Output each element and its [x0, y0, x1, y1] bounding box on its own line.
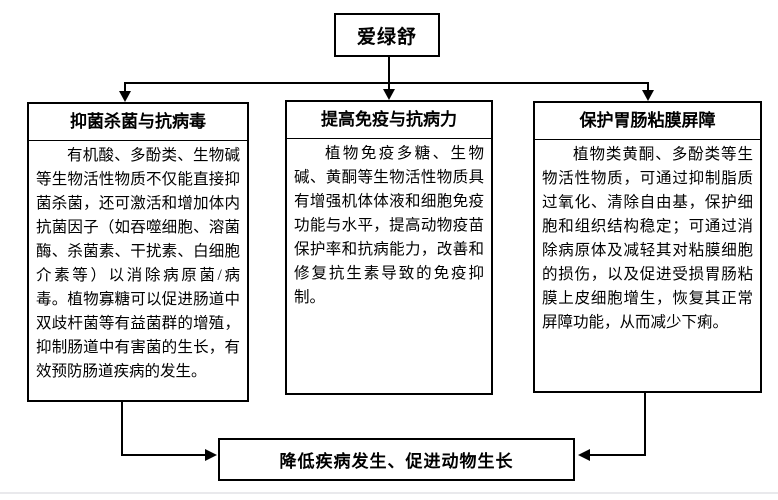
- connector-root-stem: [388, 57, 390, 83]
- branch-box-antibacterial: 抑菌杀菌与抗病毒 有机酸、多酚类、生物碱等生物活性物质不仅能直接抑菌杀菌，还可激…: [27, 102, 249, 402]
- branch-box-mucosa: 保护胃肠粘膜屏障 植物类黄酮、多酚类等生物活性物质，可通过抑制脂质过氧化、清除自…: [533, 101, 762, 393]
- connector-right-elbow-vertical: [644, 393, 646, 456]
- branch-body: 有机酸、多酚类、生物碱等生物活性物质不仅能直接抑菌杀菌，还可激活和增加体内抗菌因…: [36, 147, 240, 380]
- arrow-left-icon: [578, 449, 590, 461]
- branch-body: 植物类黄酮、多酚类等生物活性物质，可通过抑制脂质过氧化、清除自由基，保护细胞和组…: [542, 146, 753, 331]
- arrow-down-icon: [119, 91, 131, 102]
- branch-body: 植物免疫多糖、生物碱、黄酮等生物活性物质具有增强机体体液和细胞免疫功能与水平，提…: [294, 145, 484, 306]
- branch-title: 抑菌杀菌与抗病毒: [29, 104, 247, 141]
- connector-left-elbow-horizontal: [121, 454, 206, 456]
- arrow-down-icon: [642, 90, 654, 101]
- branch-box-immunity: 提高免疫与抗病力 植物免疫多糖、生物碱、黄酮等生物活性物质具有增强机体体液和细胞…: [285, 100, 493, 395]
- arrow-down-icon: [383, 89, 395, 100]
- connector-branch-mid-stub: [388, 83, 390, 90]
- branch-title: 提高免疫与抗病力: [287, 102, 491, 139]
- connector-right-elbow-horizontal: [590, 454, 646, 456]
- page-bottom-divider: [0, 492, 778, 494]
- root-box: 爱绿舒: [334, 13, 440, 57]
- connector-branch-bus: [124, 82, 649, 84]
- arrow-right-icon: [205, 449, 217, 461]
- outcome-label: 降低疾病发生、促进动物生长: [279, 452, 514, 472]
- connector-branch-left-stub: [124, 83, 126, 92]
- branch-title: 保护胃肠粘膜屏障: [535, 103, 760, 140]
- connector-branch-right-stub: [647, 83, 649, 91]
- root-label: 爱绿舒: [356, 25, 417, 48]
- connector-left-elbow-vertical: [121, 402, 123, 456]
- outcome-box: 降低疾病发生、促进动物生长: [218, 438, 575, 481]
